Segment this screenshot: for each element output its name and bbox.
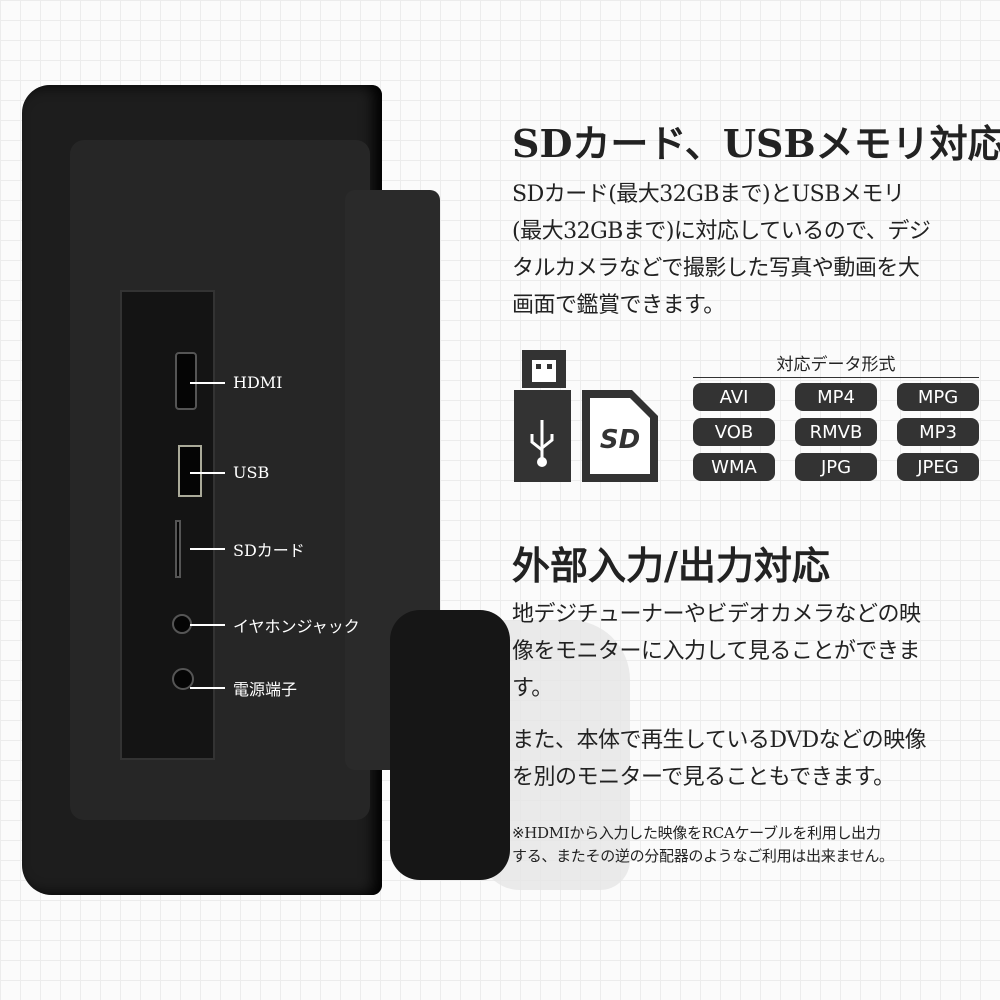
text-line: 地デジチューナーやビデオカメラなどの映 [512, 602, 921, 627]
format-badge: MP3 [897, 418, 979, 446]
text-line: 画面で鑑賞できます。 [512, 293, 725, 318]
format-badge: RMVB [795, 418, 877, 446]
text-line: SDカード(最大32GBまで)とUSBメモリ [512, 182, 905, 207]
power-port [172, 668, 194, 690]
mount-arm [390, 610, 510, 880]
earphone-jack [172, 614, 192, 634]
section2-para1: 地デジチューナーやビデオカメラなどの映 像をモニターに入力して見ることができま … [512, 596, 921, 707]
text-line: す。 [512, 676, 553, 701]
port-panel [120, 290, 215, 760]
text-line: ※HDMIから入力した映像をRCAケーブルを利用し出力 [512, 824, 881, 842]
text-line: (最大32GBまで)に対応しているので、デジ [512, 219, 931, 244]
hdmi-port [175, 352, 197, 410]
sd-slot [175, 520, 181, 578]
port-label-power: 電源端子 [190, 676, 297, 700]
text-line: を別のモニターで見ることもできます。 [512, 765, 895, 790]
formats-title: 対応データ形式 [693, 350, 979, 378]
note: ※HDMIから入力した映像をRCAケーブルを利用し出力 する、またその逆の分配器… [512, 822, 894, 868]
section2-para2: また、本体で再生しているDVDなどの映像 を別のモニターで見ることもできます。 [512, 722, 927, 796]
sd-card-icon: SD [582, 390, 658, 482]
port-label-usb: USB [190, 463, 269, 482]
usb-drive-icon: SD [514, 350, 658, 482]
format-badge: MP4 [795, 383, 877, 411]
format-badge: JPG [795, 453, 877, 481]
port-label-sd: SDカード [190, 537, 305, 561]
text-line: タルカメラなどで撮影した写真や動画を大 [512, 256, 920, 281]
svg-text:SD: SD [600, 425, 640, 455]
port-label-earphone: イヤホンジャック [190, 613, 360, 637]
format-badge: AVI [693, 383, 775, 411]
section2-title: 外部入力/出力対応 [512, 543, 830, 588]
format-badge: WMA [693, 453, 775, 481]
text-line: また、本体で再生しているDVDなどの映像 [512, 728, 927, 753]
section1-title: SDカード、USBメモリ対応 [512, 121, 1000, 166]
text-line: する、またその逆の分配器のようなご利用は出来ません。 [512, 847, 894, 865]
section1-text: SDカード(最大32GBまで)とUSBメモリ (最大32GBまで)に対応している… [512, 176, 931, 324]
formats-grid: AVI MP4 MPG VOB RMVB MP3 WMA JPG JPEG [693, 383, 979, 481]
port-label-hdmi: HDMI [190, 373, 282, 392]
usb-port [178, 445, 202, 497]
format-badge: JPEG [897, 453, 979, 481]
format-badge: MPG [897, 383, 979, 411]
text-line: 像をモニターに入力して見ることができま [512, 639, 920, 664]
format-badge: VOB [693, 418, 775, 446]
